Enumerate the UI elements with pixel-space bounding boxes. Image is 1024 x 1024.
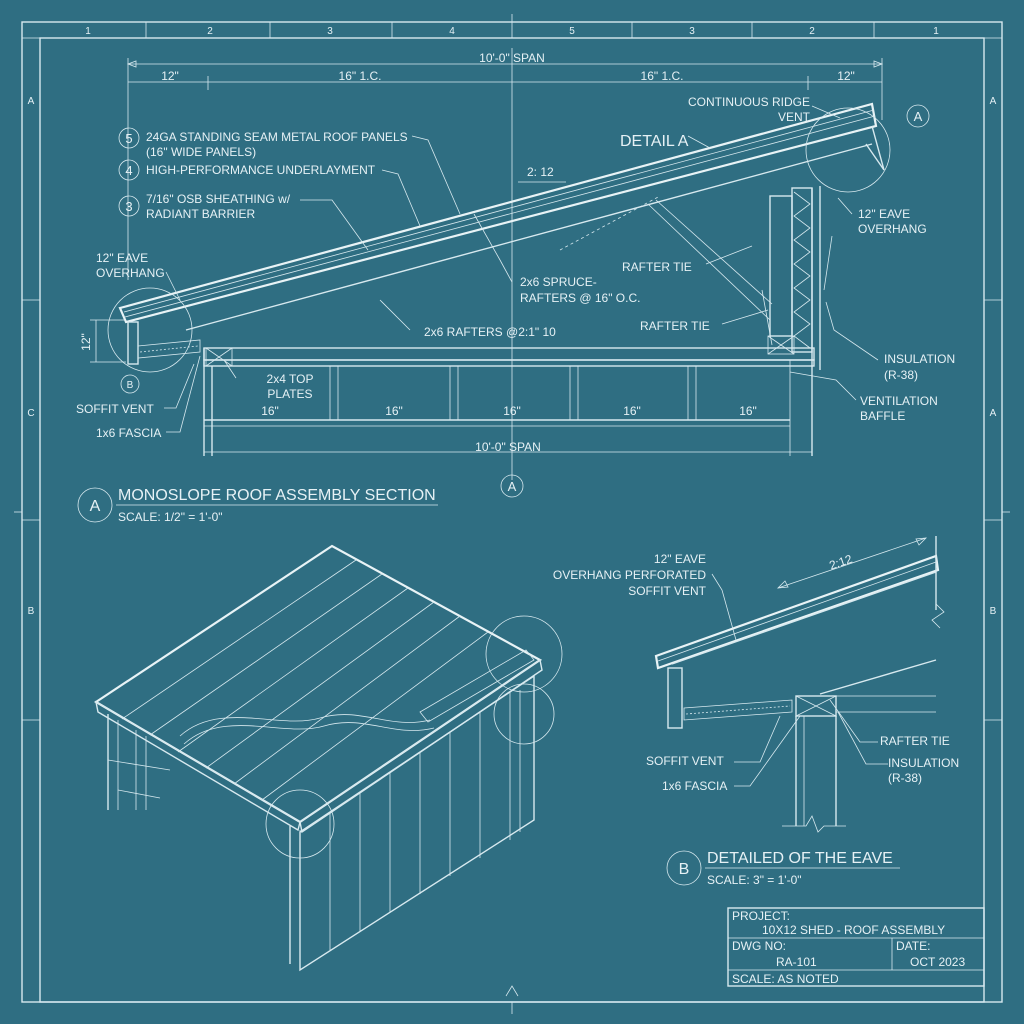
bottom-marker-circle [500,474,524,498]
circle-b-label: B [127,380,134,391]
eave-detail-insulation-1: INSULATION [888,756,959,770]
eave-detail-slope: 2:12 [827,552,854,573]
callout-4-number: 4 [125,163,132,178]
ridge-vent-label-1: CONTINUOUS RIDGE [688,95,810,109]
eave-detail-rafter-tie: RAFTER TIE [880,734,950,748]
dim-left-eave: 12" [161,69,179,83]
callout-5-number: 5 [125,131,132,146]
eave-detail-label-2: OVERHANG PERFORATED [553,568,706,582]
eave-detail-soffit-vent: SOFFIT VENT [646,754,724,768]
overall-span-dim: 10'-0" SPAN [479,51,545,65]
dwg-value: RA-101 [776,955,817,969]
border-row-right-1: A [990,96,997,107]
spruce-rafters-label-2: RAFTERS @ 16" O.C. [520,291,640,305]
border-row-left-2: C [27,408,34,419]
date-value: OCT 2023 [910,955,965,969]
top-plates-label-1: 2x4 TOP [267,372,314,386]
border-col-7: 2 [809,26,815,37]
title-block [727,907,985,987]
callout-3-subtext: RADIANT BARRIER [146,207,255,221]
border-col-2: 2 [207,26,213,37]
rafters-note: 2x6 RAFTERS @2:1" 10 [424,325,556,339]
callout-4-text: HIGH-PERFORMANCE UNDERLAYMENT [146,163,376,177]
callout-5-subtext: (16" WIDE PANELS) [146,145,256,159]
title-b-badge [666,850,702,886]
isometric-roof-drawing [93,544,563,972]
callout-3-number: 3 [125,199,132,214]
title-b-text: DETAILED OF THE EAVE [707,850,893,867]
callout-3-badge [118,195,140,217]
eave-detail-fascia: 1x6 FASCIA [662,779,727,793]
rafter-tie-label-2: RAFTER TIE [640,319,710,333]
bay-dim-1: 16" [261,404,279,418]
top-plates-label-2: PLATES [267,387,312,401]
detail-circle-ridge [805,107,891,193]
border-row-right-3: B [990,606,997,617]
border-row-left-1: A [28,96,35,107]
border-row-right-2: A [990,408,997,419]
scale-text: SCALE: AS NOTED [732,972,839,986]
eave-detail-label-3: SOFFIT VENT [628,584,706,598]
border-col-4: 4 [449,26,455,37]
insulation-label-2: (R-38) [884,368,918,382]
callout-4-badge [118,159,140,181]
border-row-left-3: B [28,606,35,617]
bay-dim-4: 16" [623,404,641,418]
detail-a-label: DETAIL A [620,133,689,150]
callout-3-text: 7/16" OSB SHEATHING w/ [146,192,291,206]
bottom-marker-label: A [508,479,517,494]
border-col-1: 1 [85,26,91,37]
dim-mid-right: 16" 1.C. [641,69,684,83]
project-value: 10X12 SHED - ROOF ASSEMBLY [762,923,945,937]
title-a-scale: SCALE: 1/2" = 1'-0" [118,510,223,524]
eave-detail-insulation-2: (R-38) [888,771,922,785]
dwg-label: DWG NO: [732,939,786,953]
baffle-label-1: VENTILATION [860,394,938,408]
eave-right-label-2: OVERHANG [858,222,927,236]
date-label: DATE: [896,939,930,953]
bay-dim-3: 16" [503,404,521,418]
border-col-8: 1 [933,26,939,37]
slope-label: 2: 12 [527,165,554,179]
circle-a-marker [906,104,930,128]
callout-5-badge [118,127,140,149]
eave-right-label-1: 12" EAVE [858,207,910,221]
bottom-span-dim: 10'-0" SPAN [475,440,541,454]
title-b-badge-letter: B [679,861,690,878]
eave-detail-label-1: 12" EAVE [654,552,706,566]
eave-detail-drawing [654,536,945,833]
title-b-scale: SCALE: 3" = 1'-0" [707,873,802,887]
sheet-border [14,14,1010,1014]
dim-right-eave: 12" [837,69,855,83]
insulation-label-1: INSULATION [884,352,955,366]
title-a-text: MONOSLOPE ROOF ASSEMBLY SECTION [118,487,436,504]
title-a-badge [77,487,113,523]
height-dim-text: 12" [79,333,93,351]
circle-a-label: A [914,109,923,124]
rafter-tie-label-1: RAFTER TIE [622,260,692,274]
dim-mid-left: 16" 1.C. [339,69,382,83]
spruce-rafters-label-1: 2x6 SPRUCE- [520,275,597,289]
detail-circle-eave [107,287,193,373]
baffle-label-2: BAFFLE [860,409,905,423]
project-label: PROJECT: [732,909,790,923]
ridge-vent-label-2: VENT [778,110,811,124]
border-col-6: 3 [689,26,695,37]
bay-dim-5: 16" [739,404,757,418]
leader-lines [164,105,879,433]
fascia-label: 1x6 FASCIA [96,426,161,440]
section-dimension-lines [126,48,884,480]
border-col-5: 5 [569,26,575,37]
border-col-3: 3 [327,26,333,37]
callout-5-text: 24GA STANDING SEAM METAL ROOF PANELS [146,130,408,144]
eave-left-label-1: 12" EAVE [96,251,148,265]
circle-b-marker [120,374,140,394]
soffit-vent-label: SOFFIT VENT [76,402,154,416]
bay-dim-2: 16" [385,404,403,418]
title-a-badge-letter: A [90,498,101,515]
eave-left-label-2: OVERHANG [96,266,165,280]
